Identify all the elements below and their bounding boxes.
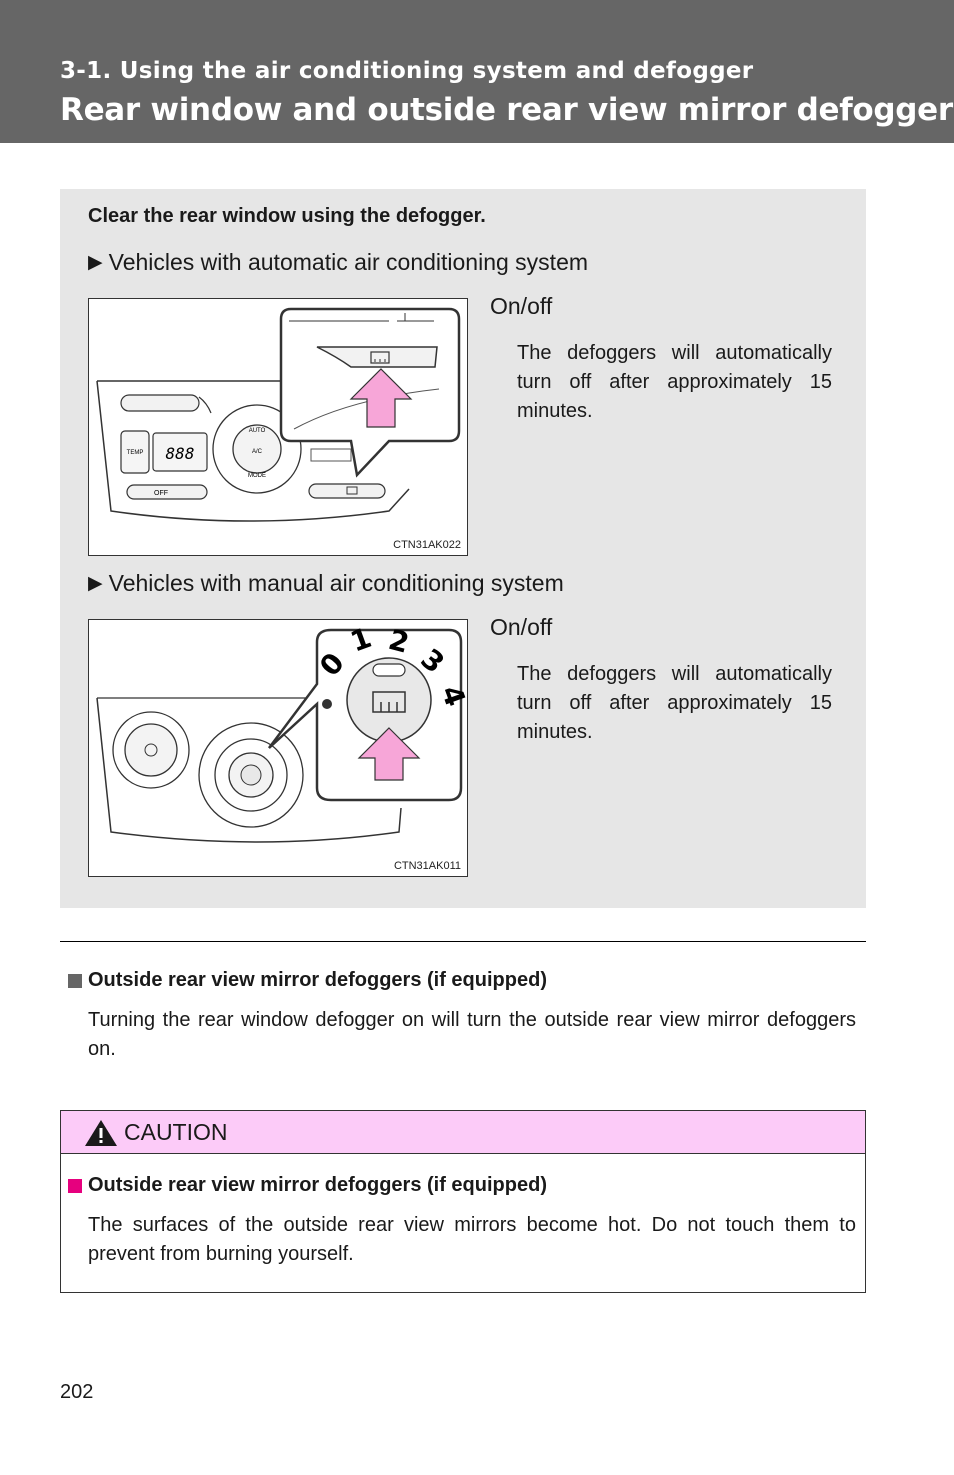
caution-heading-text: Outside rear view mirror defoggers (if e…: [88, 1174, 547, 1196]
temp-label: TEMP: [127, 450, 144, 456]
caution-header: CAUTION: [61, 1111, 865, 1154]
caution-text: The surfaces of the outside rear view mi…: [88, 1214, 856, 1265]
variant-label-text: Vehicles with automatic air conditioning…: [108, 249, 589, 275]
manual-ac-panel-illustration: 0 1 2 3 4: [96, 621, 467, 843]
page-title: Rear window and outside rear view mirror…: [60, 92, 954, 128]
figure-code: CTN31AK022: [393, 539, 461, 551]
info-box: Clear the rear window using the defogger…: [60, 189, 866, 908]
square-bullet-icon: [68, 973, 82, 988]
triangle-bullet-icon: ▶: [88, 573, 103, 594]
press-arrow-icon: [357, 727, 421, 781]
triangle-bullet-icon: ▶: [88, 252, 103, 273]
figure-automatic-ac-panel: TEMP 888 OFF AUTO A/C MODE: [88, 298, 468, 556]
ac-label: A/C: [252, 449, 263, 455]
mode-label: MODE: [248, 473, 266, 479]
figure-manual-ac-panel: 0 1 2 3 4 CTN31AK011: [88, 619, 468, 877]
callout-on-off: On/off: [490, 614, 553, 640]
square-bullet-icon: [68, 1178, 82, 1193]
section-divider: [60, 941, 866, 942]
mirror-heading-text: Outside rear view mirror defoggers (if e…: [88, 969, 547, 991]
auto-label: AUTO: [249, 428, 266, 434]
box-heading: Clear the rear window using the defogger…: [88, 205, 486, 227]
display-digits: 888: [166, 444, 195, 463]
page-header: 3-1. Using the air conditioning system a…: [0, 0, 954, 143]
mirror-defogger-heading: Outside rear view mirror defoggers (if e…: [68, 969, 547, 992]
variant-automatic-label: ▶ Vehicles with automatic air conditioni…: [88, 249, 588, 276]
figure-code: CTN31AK011: [393, 860, 461, 872]
mirror-defogger-text: Turning the rear window defogger on will…: [88, 1009, 856, 1060]
variant-manual-label: ▶ Vehicles with manual air conditioning …: [88, 570, 564, 597]
caution-heading: Outside rear view mirror defoggers (if e…: [68, 1174, 547, 1197]
automatic-ac-panel-illustration: TEMP 888 OFF AUTO A/C MODE: [96, 307, 461, 522]
off-label: OFF: [154, 490, 168, 497]
variant-label-text: Vehicles with manual air conditioning sy…: [108, 570, 564, 596]
press-arrow-icon: [349, 368, 413, 428]
callout-on-off: On/off: [490, 293, 553, 319]
caution-label: CAUTION: [124, 1119, 228, 1145]
section-label: 3-1. Using the air conditioning system a…: [60, 58, 754, 84]
caution-box: CAUTION Outside rear view mirror defogge…: [60, 1110, 866, 1293]
variant-description: The defoggers will automatically turn of…: [517, 342, 832, 422]
variant-description: The defoggers will automatically turn of…: [517, 663, 832, 743]
page-number: 202: [60, 1381, 94, 1403]
warning-triangle-icon: [85, 1120, 117, 1146]
